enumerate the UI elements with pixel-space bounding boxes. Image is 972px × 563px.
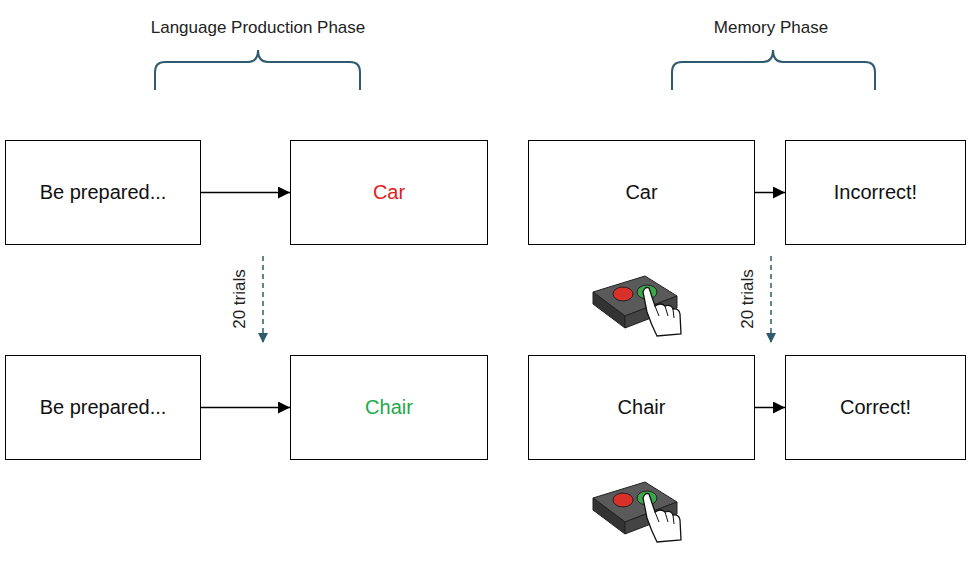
phase-brace (155, 50, 360, 90)
word-box: Incorrect! (785, 140, 966, 245)
box-text: Chair (618, 396, 666, 419)
box-text: Chair (365, 396, 413, 419)
flow-arrow (201, 407, 290, 409)
repeat-arrow (262, 256, 264, 342)
word-box: Car (290, 140, 488, 245)
flow-arrow (755, 407, 785, 409)
word-box: Chair (528, 355, 755, 460)
phase-heading: Language Production Phase (151, 18, 366, 38)
button-box-icon (593, 276, 681, 336)
phase-heading: Memory Phase (714, 18, 828, 38)
button-box-icon (593, 482, 681, 542)
box-text: Be prepared... (40, 181, 167, 204)
repeat-label: 20 trials (738, 269, 758, 329)
box-text: Incorrect! (834, 181, 917, 204)
box-text: Car (373, 181, 405, 204)
repeat-arrow (770, 256, 772, 342)
box-text: Correct! (840, 396, 911, 419)
word-box: Car (528, 140, 755, 245)
box-text: Car (625, 181, 657, 204)
flow-arrow (201, 192, 290, 194)
word-box: Chair (290, 355, 488, 460)
repeat-label: 20 trials (230, 269, 250, 329)
prompt-box: Be prepared... (5, 355, 201, 460)
phase-brace (672, 50, 875, 90)
flow-arrow (755, 192, 785, 194)
prompt-box: Be prepared... (5, 140, 201, 245)
box-text: Be prepared... (40, 396, 167, 419)
word-box: Correct! (785, 355, 966, 460)
